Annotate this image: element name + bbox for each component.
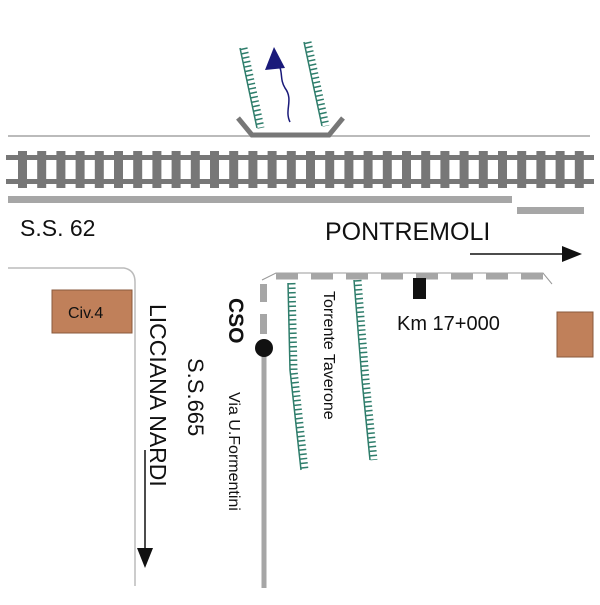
sleeper xyxy=(402,151,411,188)
sleeper xyxy=(75,151,85,188)
sleeper xyxy=(210,151,219,188)
sleeper xyxy=(94,151,104,188)
rail xyxy=(6,179,594,184)
sleeper xyxy=(440,151,450,188)
flow-arrow xyxy=(276,61,291,123)
road-bar xyxy=(517,207,584,214)
rail xyxy=(6,155,594,160)
label-torrente: Torrente Taverone xyxy=(320,291,337,420)
sleeper xyxy=(421,151,431,188)
river-torrente-taverone xyxy=(287,279,378,471)
arrow-right-icon xyxy=(562,246,582,262)
sleeper xyxy=(133,151,143,188)
label-civ4: Civ.4 xyxy=(68,305,103,322)
sleeper xyxy=(286,151,296,188)
label-cso: CSO xyxy=(224,298,247,344)
sleeper xyxy=(152,151,162,188)
sleeper xyxy=(171,151,181,188)
arrow-down-icon xyxy=(137,548,153,568)
sleeper xyxy=(229,151,239,188)
sleeper xyxy=(555,151,565,188)
road-edge xyxy=(261,272,553,285)
sleeper xyxy=(248,151,258,188)
sleeper xyxy=(363,151,373,188)
sleeper xyxy=(459,151,469,188)
label-pontremoli: PONTREMOLI xyxy=(325,218,490,246)
sleeper xyxy=(18,151,27,188)
building-civ4 xyxy=(51,289,133,334)
label-licciana: LICCIANA NARDI xyxy=(145,304,171,487)
label-km: Km 17+000 xyxy=(397,313,500,335)
sleeper xyxy=(517,151,527,188)
road-dash xyxy=(260,284,267,302)
label-via: Via U.Formentini xyxy=(225,392,242,511)
sleeper xyxy=(56,151,66,188)
sleeper xyxy=(498,151,507,188)
bridge xyxy=(236,116,345,138)
flow-arrow-head-icon xyxy=(265,47,285,70)
railway-track xyxy=(6,151,594,188)
road-bar xyxy=(8,196,512,203)
sleeper xyxy=(325,151,335,188)
sleeper xyxy=(536,151,546,188)
sleeper xyxy=(37,151,47,188)
river-top xyxy=(239,41,330,129)
sleeper xyxy=(306,151,315,188)
sleeper xyxy=(344,151,354,188)
building xyxy=(556,311,594,358)
road-dash xyxy=(260,314,267,334)
road-ss665 xyxy=(8,267,136,586)
sleeper xyxy=(190,151,200,188)
sleeper xyxy=(382,151,392,188)
sleeper xyxy=(267,151,277,188)
sleeper xyxy=(478,151,488,188)
cso-location-marker[interactable] xyxy=(255,339,273,357)
label-ss62: S.S. 62 xyxy=(20,215,95,241)
sleeper xyxy=(574,151,584,188)
sleeper xyxy=(114,151,123,188)
label-ss665: S.S.665 xyxy=(183,358,208,436)
km-marker xyxy=(413,278,426,299)
